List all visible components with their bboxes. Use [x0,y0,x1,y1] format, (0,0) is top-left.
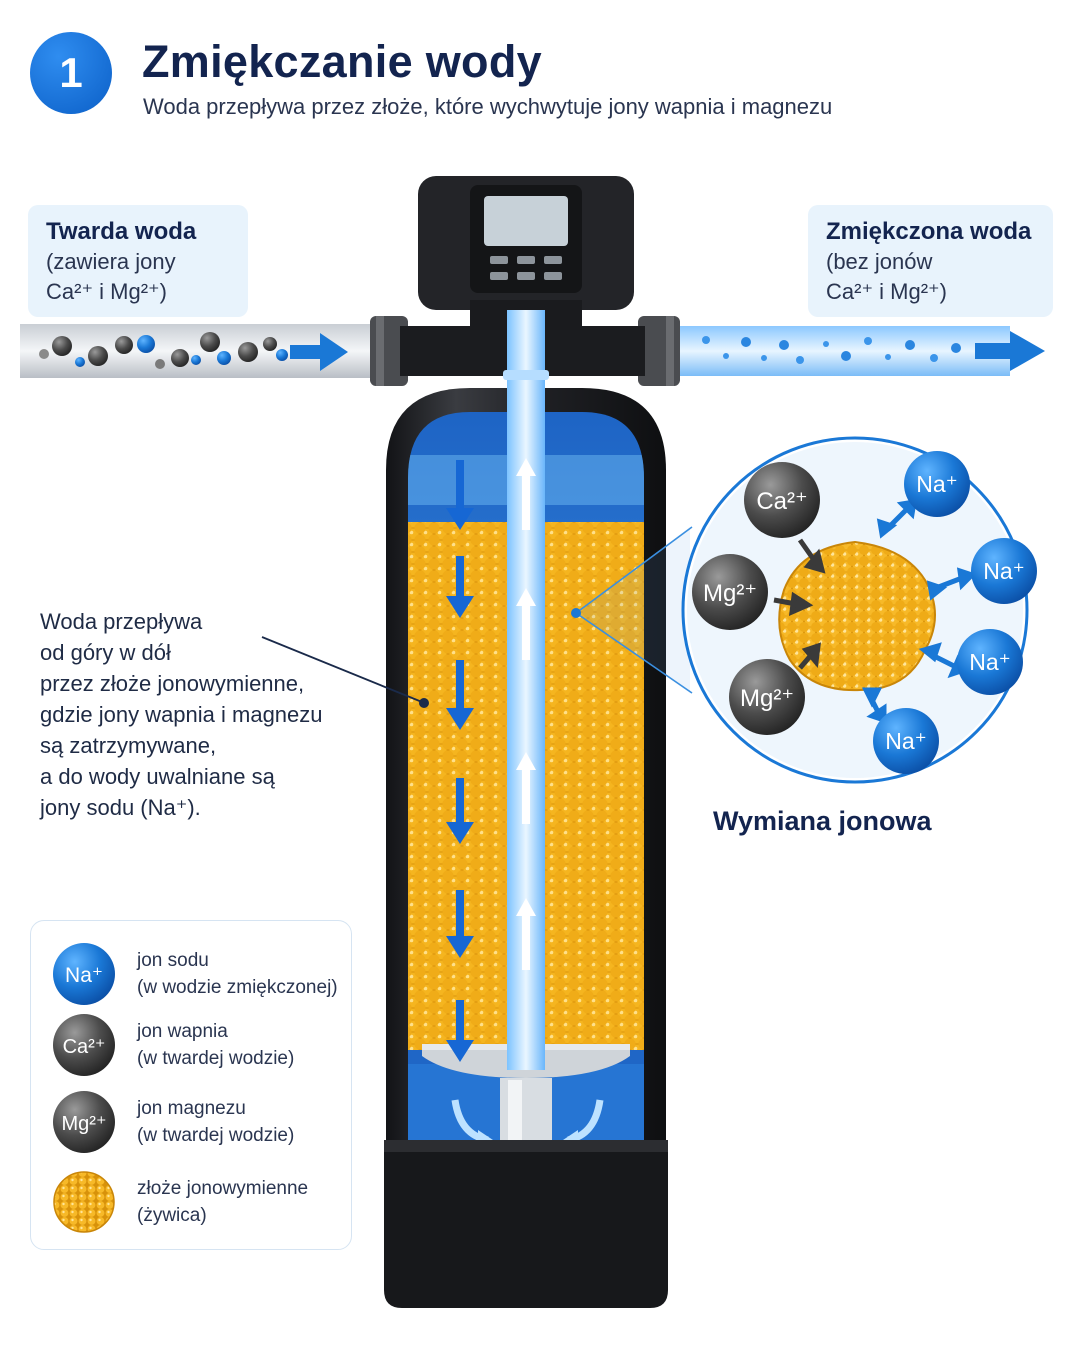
control-button[interactable] [517,272,535,280]
svg-text:Na⁺: Na⁺ [916,471,958,497]
callout-line: a do wody uwalniane są [40,764,275,789]
magnesium-ion-icon: Mg²⁺ [53,1091,115,1153]
legend-sublabel: (w twardej wodzie) [137,1048,295,1069]
callout-leader-line [261,636,423,703]
sodium-ion-icon: Na⁺ [53,943,115,1005]
page-subtitle: Woda przepływa przez złoże, które wychwy… [143,94,833,119]
callout-line: są zatrzymywane, [40,733,217,758]
callout-line: jony sodu (Na⁺). [40,795,201,820]
svg-text:Na⁺: Na⁺ [983,558,1025,584]
control-button[interactable] [490,256,508,264]
ion-exchange-title: Wymiana jonowa [713,806,932,836]
flow-description-callout: Woda przepływa od góry w dół przez złoże… [40,606,380,823]
control-valve-head [418,176,634,330]
soft-water-label: Zmiękczona woda (bez jonów Ca²⁺ i Mg²⁺) [808,205,1053,317]
control-button[interactable] [544,256,562,264]
svg-text:Ca²⁺: Ca²⁺ [63,1036,106,1058]
legend-label: jon magnezu [137,1098,246,1119]
legend-label: jon sodu [137,950,209,971]
callout-line: gdzie jony wapnia i magnezu [40,702,323,727]
legend-item-calcium: Ca²⁺ jon wapnia (w twardej wodzie) [51,1012,294,1078]
callout-line: Woda przepływa [40,609,203,634]
legend-item-sodium: Na⁺ jon sodu (w wodzie zmiękczonej) [51,941,338,1007]
legend-label: jon wapnia [137,1021,228,1042]
page-title: Zmiękczanie wody [142,36,542,87]
svg-text:Mg²⁺: Mg²⁺ [740,685,794,712]
resin-bead-icon [53,1171,115,1233]
soft-water-ions [702,336,961,364]
svg-text:Mg²⁺: Mg²⁺ [703,580,757,607]
calcium-ion-icon: Ca²⁺ [53,1014,115,1076]
zoom-ion-na: Na⁺ [873,708,939,774]
outlet-flow-arrow [975,331,1045,371]
upflow-arrows [516,458,536,970]
svg-text:Mg²⁺: Mg²⁺ [62,1113,107,1135]
svg-text:Ca²⁺: Ca²⁺ [756,488,807,515]
hard-water-ions [39,332,288,369]
legend-label: złoże jonowymienne [137,1178,309,1199]
hard-water-desc-line: (zawiera jony [46,249,176,274]
soft-water-desc-line: (bez jonów [826,249,933,274]
hard-water-title: Twarda woda [46,218,197,245]
outlet-pipe [680,326,1045,376]
downflow-arrows [446,460,474,1062]
control-button[interactable] [544,272,562,280]
control-button[interactable] [517,256,535,264]
svg-text:Na⁺: Na⁺ [969,649,1011,675]
zoom-ion-mg: Mg²⁺ [729,659,805,735]
hard-water-desc-line: Ca²⁺ i Mg²⁺) [46,279,167,304]
control-button[interactable] [490,272,508,280]
callout-line: od góry w dół [40,640,171,665]
zoom-ion-na: Na⁺ [971,538,1037,604]
legend: Na⁺ jon sodu (w wodzie zmiękczonej) Ca²⁺… [30,920,352,1250]
soft-water-desc-line: Ca²⁺ i Mg²⁺) [826,279,947,304]
ion-exchange-zoom: Ca²⁺ Mg²⁺ Mg²⁺ Na⁺ Na⁺ Na⁺ Na⁺ [681,436,1037,784]
soft-water-title: Zmiękczona woda [826,218,1032,245]
hard-water-label: Twarda woda (zawiera jony Ca²⁺ i Mg²⁺) [28,205,248,317]
tank-base [384,1140,668,1308]
legend-sublabel: (żywica) [137,1205,207,1226]
legend-item-magnesium: Mg²⁺ jon magnezu (w twardej wodzie) [51,1089,294,1155]
legend-item-resin: złoże jonowymienne (żywica) [51,1169,308,1235]
legend-sublabel: (w twardej wodzie) [137,1125,295,1146]
svg-text:Na⁺: Na⁺ [65,964,103,987]
zoom-ion-na: Na⁺ [904,451,970,517]
zoom-connector [571,526,693,694]
step-number-badge: 1 [30,32,112,114]
zoom-ion-na: Na⁺ [957,629,1023,695]
legend-sublabel: (w wodzie zmiękczonej) [137,977,338,998]
zoom-ion-mg: Mg²⁺ [692,554,768,630]
callout-line: przez złoże jonowymienne, [40,671,305,696]
inlet-flow-arrow [290,333,348,371]
inlet-pipe [20,324,380,378]
svg-text:Na⁺: Na⁺ [885,728,927,754]
zoom-ion-ca: Ca²⁺ [744,462,820,538]
lcd-display [484,196,568,246]
